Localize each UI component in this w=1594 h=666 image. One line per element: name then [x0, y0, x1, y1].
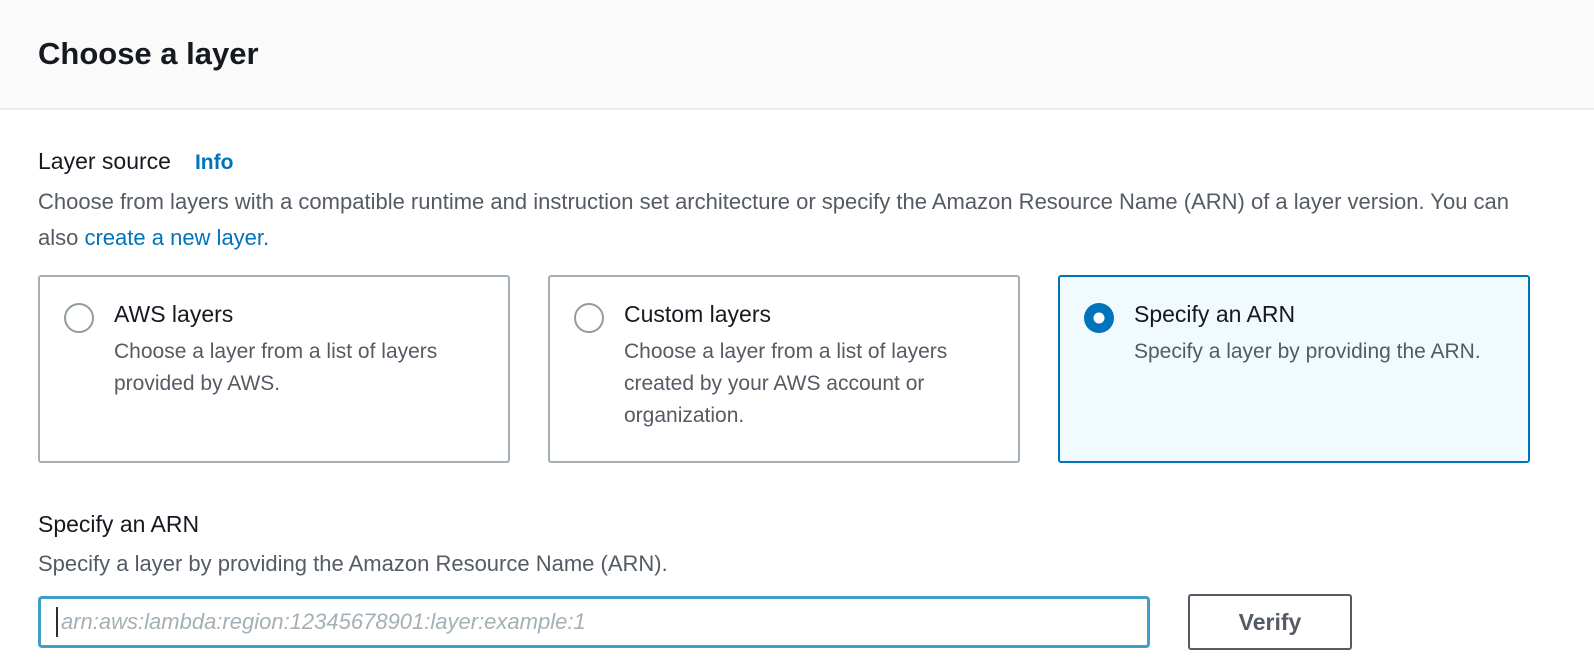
card-text: Custom layers Choose a layer from a list…: [624, 301, 996, 437]
radio-unselected-icon[interactable]: [64, 303, 94, 333]
radio-unselected-icon[interactable]: [574, 303, 604, 333]
layer-option-specify-an-arn[interactable]: Specify an ARN Specify a layer by provid…: [1058, 275, 1530, 463]
layer-source-description: Choose from layers with a compatible run…: [38, 184, 1530, 256]
panel-header: Choose a layer: [0, 0, 1594, 110]
layer-source-label-row: Layer source Info: [38, 148, 1530, 175]
radio-selected-icon[interactable]: [1084, 303, 1114, 333]
create-new-layer-link[interactable]: create a new layer.: [84, 225, 270, 250]
verify-button[interactable]: Verify: [1188, 594, 1352, 650]
arn-input-row: Verify: [38, 594, 1530, 650]
specify-arn-heading: Specify an ARN: [38, 511, 200, 537]
text-caret: [56, 607, 58, 637]
arn-input-wrapper: [38, 596, 1150, 648]
card-description: Choose a layer from a list of layers pro…: [114, 340, 438, 395]
page-title: Choose a layer: [38, 36, 259, 71]
card-text: AWS layers Choose a layer from a list of…: [114, 301, 486, 437]
info-link[interactable]: Info: [194, 151, 234, 174]
layer-source-description-text: Choose from layers with a compatible run…: [38, 189, 1510, 250]
layer-option-aws-layers[interactable]: AWS layers Choose a layer from a list of…: [38, 275, 510, 463]
layer-source-options: AWS layers Choose a layer from a list of…: [38, 275, 1530, 463]
arn-input[interactable]: [38, 596, 1150, 648]
layer-source-label: Layer source: [38, 148, 171, 174]
card-description: Specify a layer by providing the ARN.: [1134, 340, 1481, 363]
specify-arn-description: Specify a layer by providing the Amazon …: [38, 551, 668, 576]
card-text: Specify an ARN Specify a layer by provid…: [1134, 301, 1481, 437]
card-title: Custom layers: [624, 301, 771, 327]
card-title: AWS layers: [114, 301, 234, 327]
panel-content: Layer source Info Choose from layers wit…: [38, 148, 1530, 650]
card-title: Specify an ARN: [1134, 301, 1296, 327]
layer-option-custom-layers[interactable]: Custom layers Choose a layer from a list…: [548, 275, 1020, 463]
card-description: Choose a layer from a list of layers cre…: [624, 340, 948, 427]
